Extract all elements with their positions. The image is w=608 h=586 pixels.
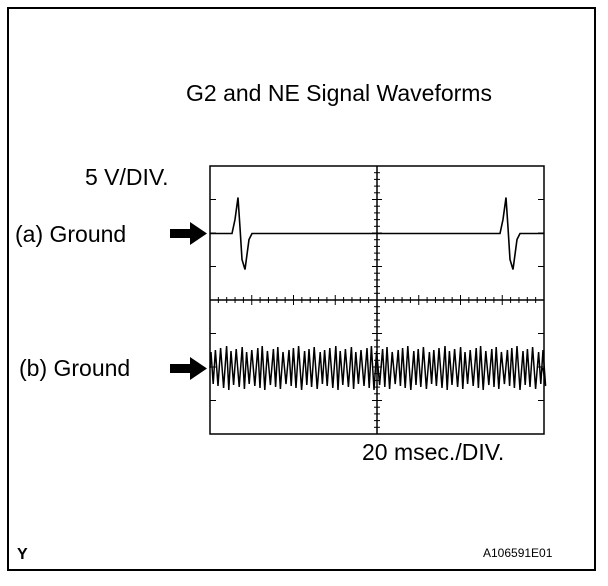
time-scale-label: 20 msec./DIV.: [362, 439, 505, 465]
channel-a-label: (a) Ground: [15, 221, 127, 247]
corner-mark: Y: [17, 546, 28, 563]
figure-id: A106591E01: [483, 546, 553, 560]
arrow-right-icon: [170, 357, 207, 380]
channel-b-label: (b) Ground: [19, 355, 131, 381]
figure-title: G2 and NE Signal Waveforms: [186, 80, 492, 106]
figure-frame: [7, 7, 596, 571]
waveform-b: [209, 345, 547, 391]
volt-scale-label: 5 V/DIV.: [85, 164, 169, 190]
waveform-a: [210, 197, 544, 270]
arrow-right-icon: [170, 222, 207, 245]
scope-graticule-ticks: [217, 172, 537, 428]
